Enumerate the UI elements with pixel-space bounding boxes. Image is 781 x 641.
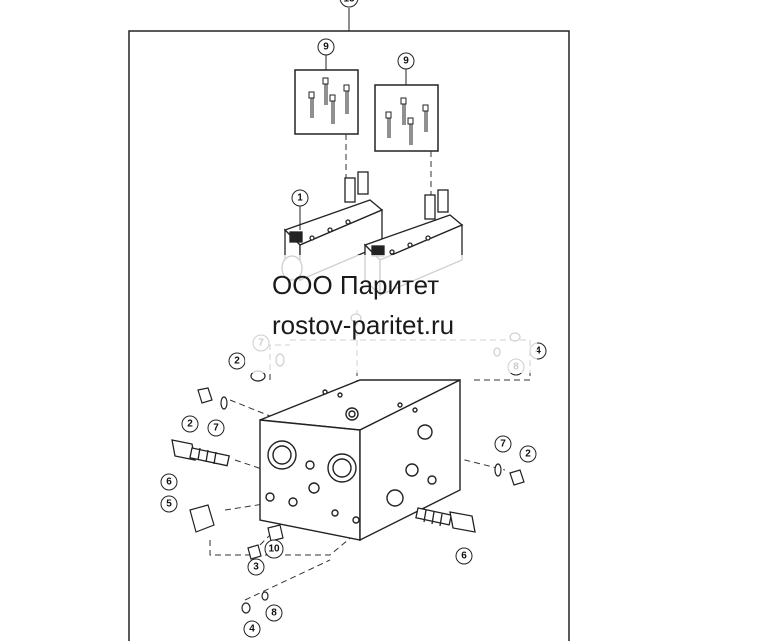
bolt-kit-right-box [374,84,439,152]
watermark-website: rostov-paritet.ru [272,310,455,340]
svg-text:8: 8 [271,608,277,619]
svg-text:2: 2 [234,356,240,367]
callout-bolt-kit-right: 9 [397,52,415,85]
svg-text:1: 1 [297,193,303,204]
callout-plug-bottom: 4 [243,620,261,638]
callout-oring-left: 7 [207,419,225,437]
callout-seal-bottom: 3 [247,558,265,576]
svg-text:5: 5 [166,499,172,510]
watermark-company: ООО Паритет [272,270,440,300]
manifold-block [259,378,461,542]
bolts-right [385,97,429,145]
svg-text:6: 6 [461,551,467,562]
callout-check-valve-left: 6 [160,473,178,491]
svg-text:4: 4 [535,346,541,357]
callout-bolt-kit-left: 9 [317,38,335,70]
svg-text:2: 2 [187,419,193,430]
watermark-backdrop [245,255,537,373]
svg-text:4: 4 [249,624,255,635]
callout-check-valve-right: 6 [455,547,473,565]
callout-plug-small: 10 [264,539,284,559]
svg-text:15: 15 [343,0,355,5]
svg-text:7: 7 [500,439,506,450]
callout-assembly: 15 [339,0,359,8]
callout-solenoid-valve: 1 [291,189,309,230]
svg-text:6: 6 [166,477,172,488]
bolts-left [308,77,350,124]
callout-seal-bottom-right: 8 [265,604,283,622]
svg-text:9: 9 [403,56,409,67]
callout-fitting-left: 2 [181,415,199,433]
svg-text:3: 3 [253,562,259,573]
check-valve-left [171,439,230,467]
svg-text:7: 7 [213,423,219,434]
svg-text:10: 10 [268,544,280,555]
callout-fitting-right: 2 [519,445,537,463]
callout-oring-right: 7 [494,435,512,453]
callout-plug-large: 5 [160,495,178,513]
check-valve-right [415,507,476,533]
svg-text:2: 2 [525,449,531,460]
callout-fitting-top: 2 [228,352,246,370]
svg-text:9: 9 [323,42,329,53]
